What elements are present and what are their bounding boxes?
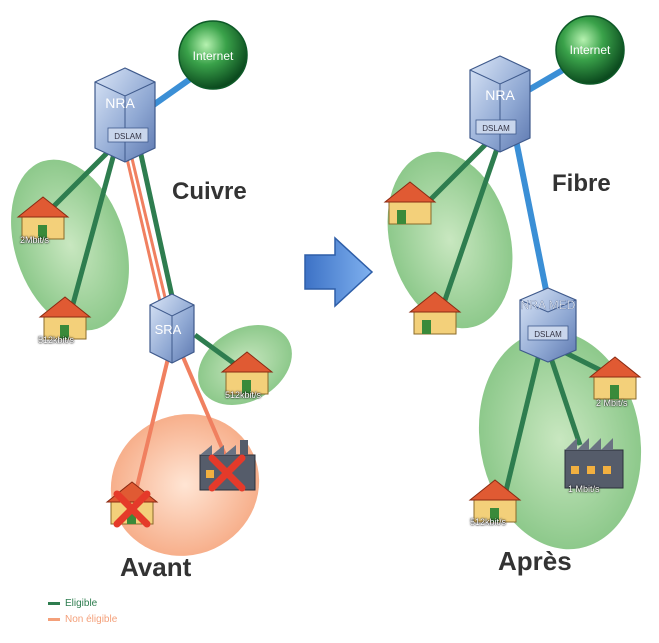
house-right-3 [588,356,642,400]
link-fibre [512,134,551,301]
nra-med-node: NRA MED DSLAM [519,287,577,363]
sra-node: SRA [149,293,195,364]
factory-right [564,438,624,489]
transition-arrow [304,236,374,308]
cross-icon [208,454,246,492]
link-right-house2 [442,139,503,301]
speed-label-right-2: 1 Mbit/s [568,484,600,494]
house-left-1 [16,196,70,240]
house-right-4 [468,479,522,523]
dslam-label-right: DSLAM [482,124,510,133]
medium-label-before: Cuivre [172,178,247,205]
dslam-label-left: DSLAM [114,132,142,141]
link-sra-house4 [133,349,172,496]
speed-label-left-2: 512kbit/s [38,335,75,345]
legend-label-eligible: Eligible [65,598,98,609]
title-before: Avant [120,552,192,582]
house-left-3 [220,351,274,395]
link-nra-house1 [43,148,112,217]
link-nra-sra [137,149,178,311]
legend-eligible: Eligible [48,598,97,609]
house-right-2 [408,291,462,335]
link-med-house4 [502,349,543,496]
house-right-1 [383,181,437,225]
link-nra-sra-orange-a [128,149,170,311]
nra-label-left: NRA [105,95,135,111]
internet-globe-left: Internet [178,20,248,90]
speed-label-right-1: 2 Mbit/s [596,398,628,408]
nra-node-right: NRA DSLAM [469,55,531,153]
speed-label-right-3: 512kbit/s [470,517,507,527]
legend-label-not-eligible: Non éligible [65,614,118,625]
speed-label-left-3: 512kbit/s [225,390,262,400]
house-left-ineligible [105,481,159,528]
internet-label-right: Internet [570,43,611,57]
legend-swatch-not-eligible [48,618,60,621]
link-right-house1 [428,133,497,202]
dslam-med-label: DSLAM [534,330,562,339]
internet-globe-right: Internet [555,15,625,85]
cross-icon [113,490,151,528]
legend-not-eligible: Non éligible [48,614,117,625]
sra-label: SRA [155,322,182,337]
nra-node-left: NRA DSLAM [94,67,156,163]
link-nra-house2 [67,149,118,316]
nra-med-label: NRA MED [521,298,576,312]
house-left-2 [38,296,92,340]
link-sra-factory [178,349,227,456]
speed-label-left-1: 2Mbit/s [20,235,50,245]
medium-label-after: Fibre [552,170,611,197]
legend-swatch-eligible [48,602,60,605]
nra-label-right: NRA [485,87,515,103]
link-nra-sra-orange-b [123,149,164,311]
link-med-factory [547,354,583,446]
factory-left-ineligible [199,440,256,492]
title-after: Après [498,546,572,576]
internet-label-left: Internet [193,49,234,63]
